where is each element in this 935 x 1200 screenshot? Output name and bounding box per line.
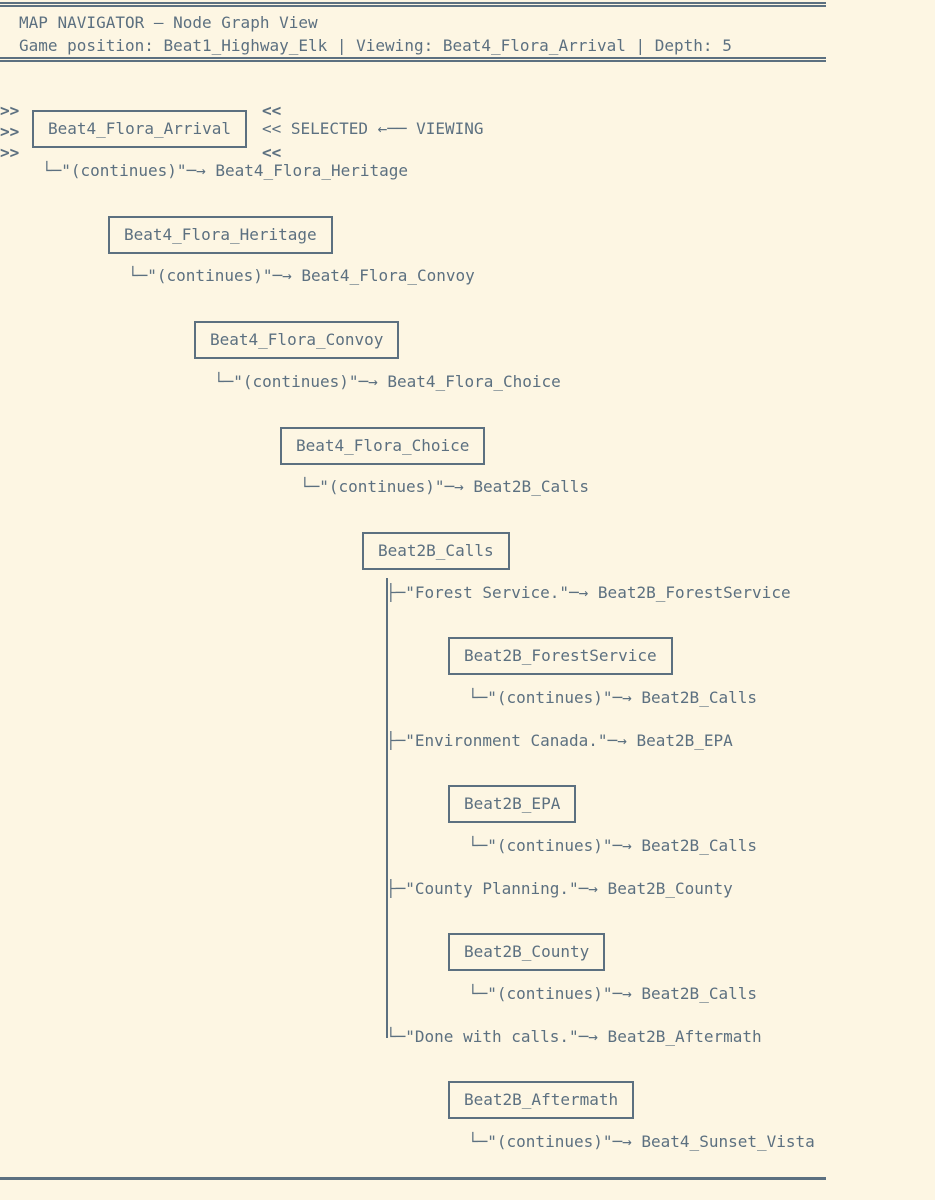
selected-left-markers-2: >>: [0, 122, 20, 141]
branch-spine: [386, 578, 388, 1038]
edge-county-to-calls[interactable]: └─"(continues)"─→ Beat2B_Calls: [468, 984, 757, 1003]
header-bottom-rule: [0, 57, 826, 62]
edge-calls-to-epa[interactable]: ├─"Environment Canada."─→ Beat2B_EPA: [386, 731, 733, 750]
selected-left-markers-3: >>: [0, 143, 20, 162]
node-beat2b-county[interactable]: Beat2B_County: [448, 933, 606, 971]
node-beat4-flora-choice[interactable]: Beat4_Flora_Choice: [280, 427, 486, 465]
footer-rule: [0, 1177, 826, 1180]
edge-arrival-to-heritage[interactable]: └─"(continues)"─→ Beat4_Flora_Heritage: [42, 161, 409, 180]
edge-calls-to-county[interactable]: ├─"County Planning."─→ Beat2B_County: [386, 879, 733, 898]
edge-aftermath-to-sunsetvista[interactable]: └─"(continues)"─→ Beat4_Sunset_Vista: [468, 1132, 815, 1151]
selected-right-markers-3: <<: [262, 143, 282, 162]
edge-epa-to-calls[interactable]: └─"(continues)"─→ Beat2B_Calls: [468, 836, 757, 855]
selected-right-markers: <<: [262, 101, 282, 120]
selected-left-markers: >>: [0, 101, 20, 120]
edge-convoy-to-choice[interactable]: └─"(continues)"─→ Beat4_Flora_Choice: [214, 372, 561, 391]
node-beat4-flora-arrival[interactable]: Beat4_Flora_Arrival: [32, 110, 248, 148]
node-beat2b-epa[interactable]: Beat2B_EPA: [448, 785, 577, 823]
node-beat2b-forestservice[interactable]: Beat2B_ForestService: [448, 637, 673, 675]
selected-status-badge: << SELECTED ←── VIEWING: [262, 119, 484, 138]
header-top-rule: [0, 2, 826, 7]
edge-choice-to-calls[interactable]: └─"(continues)"─→ Beat2B_Calls: [300, 477, 589, 496]
edge-forestservice-to-calls[interactable]: └─"(continues)"─→ Beat2B_Calls: [468, 688, 757, 707]
node-beat4-flora-heritage[interactable]: Beat4_Flora_Heritage: [108, 216, 333, 254]
edge-calls-to-aftermath[interactable]: └─"Done with calls."─→ Beat2B_Aftermath: [386, 1027, 762, 1046]
node-beat4-flora-convoy[interactable]: Beat4_Flora_Convoy: [194, 321, 400, 359]
edge-calls-to-forestservice[interactable]: ├─"Forest Service."─→ Beat2B_ForestServi…: [386, 583, 791, 602]
page-title: MAP NAVIGATOR — Node Graph View: [19, 13, 318, 32]
node-beat2b-aftermath[interactable]: Beat2B_Aftermath: [448, 1081, 635, 1119]
edge-heritage-to-convoy[interactable]: └─"(continues)"─→ Beat4_Flora_Convoy: [128, 266, 475, 285]
node-beat2b-calls[interactable]: Beat2B_Calls: [362, 532, 510, 570]
status-line: Game position: Beat1_Highway_Elk | Viewi…: [19, 36, 732, 55]
